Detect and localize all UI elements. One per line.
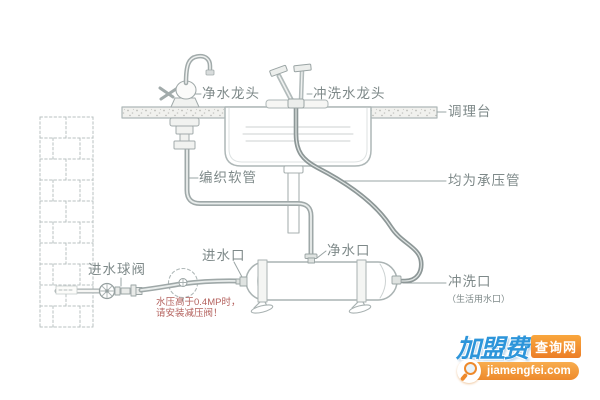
inlet-ball-valve: [98, 282, 143, 300]
label-flush-outlet: 冲洗口: [448, 274, 492, 289]
magnifier-icon: [457, 359, 481, 383]
wall-supply-pipe: [54, 285, 104, 295]
logo-brand-text: 加盟费: [456, 334, 529, 363]
label-flush-outlet-sub: （生活用水口）: [447, 294, 511, 304]
purifier-tank: [245, 259, 398, 314]
watermark-logo[interactable]: 加盟费 查询网 jiamengfei.com: [456, 333, 582, 383]
flush-water-faucet: [269, 63, 312, 109]
label-counter: 调理台: [448, 104, 492, 119]
label-water-inlet: 进水口: [202, 248, 246, 263]
logo-site-badge: 查询网: [531, 335, 582, 358]
water-inlet-port: [239, 276, 248, 287]
label-clean-faucet: 净水龙头: [202, 86, 260, 101]
warning-line-2: 请安装减压阀！: [156, 307, 223, 319]
label-braided-hose: 编织软管: [199, 170, 257, 185]
warning-line-1: 水压高于0.4MP时，: [156, 297, 241, 308]
label-pressure-pipes: 均为承压管: [448, 173, 521, 188]
clean-water-faucet: [158, 53, 215, 150]
flush-outlet-port: [391, 275, 402, 285]
reducer-valve-glyph: [178, 278, 188, 287]
magnifier-handle: [459, 372, 468, 382]
drain-pipe: [283, 165, 304, 234]
flush-hose: [293, 102, 424, 284]
leader-lines: [120, 93, 447, 302]
tank-fittings: [235, 253, 402, 287]
braided-hose: [184, 146, 314, 257]
label-clean-outlet: 净水口: [327, 243, 371, 258]
pressure-warning-note: 水压高于0.4MP时， 请安装减压阀！: [156, 297, 241, 319]
logo-top-row: 加盟费 查询网: [456, 333, 582, 363]
logo-domain-text: jiamengfei.com: [487, 365, 571, 377]
label-inlet-ball-valve: 进水球阀: [88, 262, 146, 277]
label-flush-faucet: 冲洗水龙头: [313, 86, 386, 101]
inlet-hose: [138, 278, 243, 293]
logo-domain-pill: jiamengfei.com: [457, 359, 579, 383]
magnifier-lens: [464, 362, 477, 375]
brick-wall: [39, 116, 94, 329]
